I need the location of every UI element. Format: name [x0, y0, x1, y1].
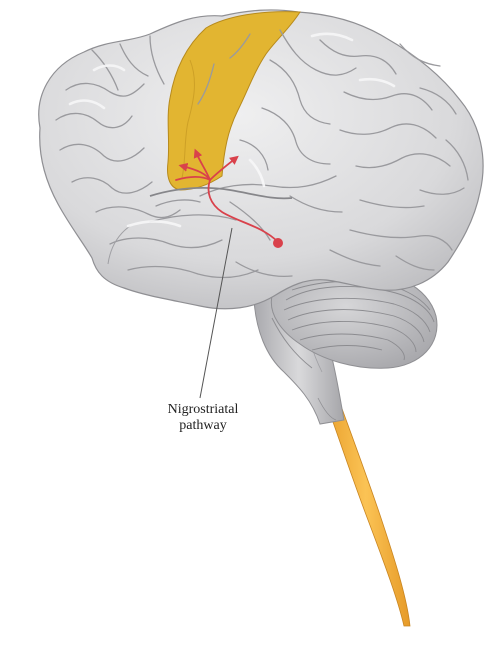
spinal-cord-icon [322, 392, 410, 626]
pathway-label-line2: pathway [150, 418, 256, 434]
pathway-label-line1: Nigrostriatal [150, 402, 256, 418]
cerebrum-icon [39, 10, 483, 309]
pathway-label: Nigrostriatal pathway [150, 402, 256, 434]
substantia-nigra-dot [273, 238, 283, 248]
